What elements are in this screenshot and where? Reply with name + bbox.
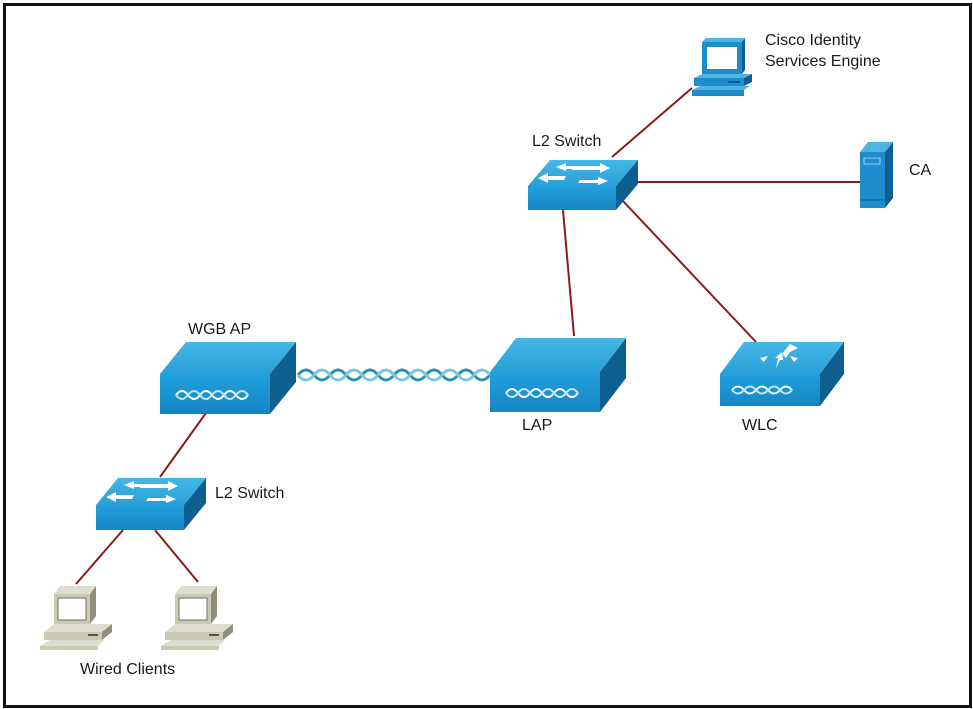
link-core-switch-wlc bbox=[621, 199, 757, 343]
link-access-switch-client-1 bbox=[75, 529, 124, 585]
link-core-switch-ise bbox=[611, 87, 693, 158]
access-switch-label: L2 Switch bbox=[215, 485, 285, 502]
wgb-ap-icon[interactable] bbox=[160, 342, 296, 414]
wlc-icon[interactable] bbox=[720, 342, 844, 406]
wlc-label: WLC bbox=[742, 417, 778, 434]
ise-workstation-icon[interactable] bbox=[692, 38, 752, 96]
wired-client-2-icon[interactable] bbox=[161, 586, 233, 650]
links bbox=[75, 87, 860, 585]
link-access-switch-client-2 bbox=[154, 529, 199, 583]
core-switch-label: L2 Switch bbox=[532, 133, 602, 150]
lap-label: LAP bbox=[522, 417, 553, 434]
wired-clients-label: Wired Clients bbox=[80, 661, 176, 678]
ca-server-icon[interactable] bbox=[860, 142, 893, 208]
wireless-link-wgb-lap bbox=[296, 368, 492, 382]
wgb-ap-label: WGB AP bbox=[188, 321, 252, 338]
wired-client-1-icon[interactable] bbox=[40, 586, 112, 650]
core-switch-icon[interactable] bbox=[528, 160, 638, 210]
link-core-switch-lap bbox=[562, 209, 575, 337]
ise-label-line-2: Services Engine bbox=[765, 53, 881, 70]
ise-label-line-1: Cisco Identity bbox=[765, 32, 862, 49]
link-wgb-ap-access-switch bbox=[159, 412, 207, 478]
lap-icon[interactable] bbox=[490, 338, 626, 412]
access-switch-icon[interactable] bbox=[96, 478, 206, 530]
ca-label: CA bbox=[909, 162, 932, 179]
